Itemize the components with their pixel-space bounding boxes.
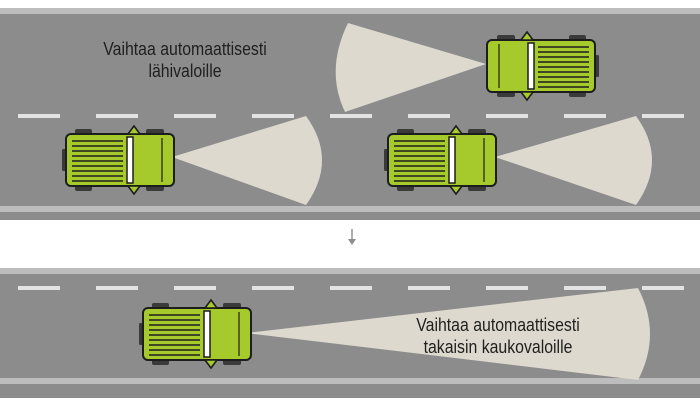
bottom-caption-line1: Vaihtaa automaattisesti [416,315,580,335]
bottom-caption: Vaihtaa automaattisesti takaisin kaukova… [392,314,603,358]
oncoming-car-icon [486,31,600,101]
top-caption-line2: lähivaloille [148,61,222,81]
right-car-beam [495,116,652,205]
down-arrow-icon [348,229,356,245]
bottom-caption-line2: takaisin kaukovaloille [423,337,573,357]
high-beam [246,288,650,380]
left-car-beam [172,116,322,205]
bottom-car-icon [138,299,252,369]
bottom-lane-marking [18,286,684,290]
right-car-icon [383,125,497,195]
top-caption-line1: Vaihtaa automaattisesti [103,39,267,59]
oncoming-car-beam [335,23,486,112]
top-lane-marking [18,114,684,118]
left-car-icon [61,125,175,195]
top-caption: Vaihtaa automaattisesti lähivaloille [84,38,286,82]
